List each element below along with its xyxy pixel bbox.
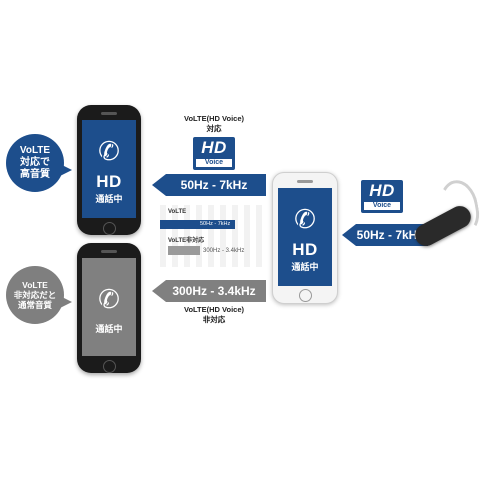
speaker-icon: [101, 112, 117, 115]
volte-bubble-line1: VoLTE: [19, 145, 51, 156]
home-button-icon: [103, 222, 116, 235]
top-caption-line2: 対応: [206, 123, 222, 133]
non-volte-bubble-line1: VoLTE: [22, 279, 48, 290]
non-volte-band-bar: [168, 246, 200, 255]
hd-voice-logo-top: HD Voice: [193, 137, 235, 170]
hd-label: HD: [292, 240, 318, 259]
bottom-caption-line1: VoLTE(HD Voice): [184, 305, 244, 314]
phone-top-left: ✆ HD 通話中: [77, 105, 141, 235]
volte-bubble-line2: 対応で: [20, 157, 50, 168]
hd-voice-logo-right: HD Voice: [361, 180, 403, 213]
non-volte-label: VoLTE非対応: [168, 238, 205, 244]
hd-label: HD: [96, 172, 122, 191]
phone-handset-icon: ✆: [98, 136, 120, 166]
volte-label: VoLTE: [168, 209, 187, 215]
hd-logo-text: HD: [369, 181, 395, 200]
volte-bubble: VoLTE 対応で 高音質: [6, 134, 72, 192]
hd-logo-text: HD: [201, 138, 227, 157]
call-status: 通話中: [95, 194, 123, 204]
call-status: 通話中: [291, 262, 319, 272]
phone-center-screen: ✆ HD 通話中: [278, 188, 332, 286]
non-volte-bubble: VoLTE 非対応だと 通常音質: [6, 266, 72, 324]
speaker-icon: [297, 180, 313, 183]
band-comparison-panel: VoLTE 50Hz - 7kHz VoLTE非対応 300Hz - 3.4kH…: [160, 205, 265, 267]
phone-bottom-left: ✆ 通話中: [77, 243, 141, 373]
arrow-normal-band: 300Hz - 3.4kHz: [152, 280, 266, 302]
phone-handset-icon: ✆: [294, 204, 316, 234]
phone-top-left-screen: ✆ HD 通話中: [82, 120, 136, 218]
arrow-normal-band-label: 300Hz - 3.4kHz: [172, 284, 256, 298]
non-volte-bubble-line2: 非対応だと: [13, 289, 57, 300]
home-button-icon: [299, 289, 312, 302]
speaker-icon: [101, 250, 117, 253]
arrow-hd-band: 50Hz - 7kHz: [152, 174, 266, 196]
top-caption: VoLTE(HD Voice) 対応: [168, 114, 260, 134]
phone-handset-icon: ✆: [98, 284, 120, 314]
voice-logo-text: Voice: [196, 159, 232, 167]
bottom-caption-line2: 非対応: [202, 314, 226, 324]
home-button-icon: [103, 360, 116, 373]
top-caption-line1: VoLTE(HD Voice): [184, 114, 244, 123]
arrow-headset-band-label: 50Hz - 7kHz: [356, 228, 424, 242]
arrow-hd-band-label: 50Hz - 7kHz: [180, 178, 248, 192]
non-volte-bubble-line3: 通常音質: [17, 300, 52, 311]
volte-bubble-line3: 高音質: [20, 169, 50, 180]
bottom-caption: VoLTE(HD Voice) 非対応: [168, 305, 260, 325]
non-volte-band-label: 300Hz - 3.4kHz: [203, 248, 245, 254]
voice-logo-text: Voice: [364, 202, 400, 210]
phone-center: ✆ HD 通話中: [272, 172, 338, 304]
phone-bottom-left-screen: ✆ 通話中: [82, 258, 136, 356]
call-status: 通話中: [95, 324, 123, 334]
arrow-headset-band: 50Hz - 7kHz: [342, 224, 428, 246]
volte-band-bar: 50Hz - 7kHz: [160, 220, 235, 229]
